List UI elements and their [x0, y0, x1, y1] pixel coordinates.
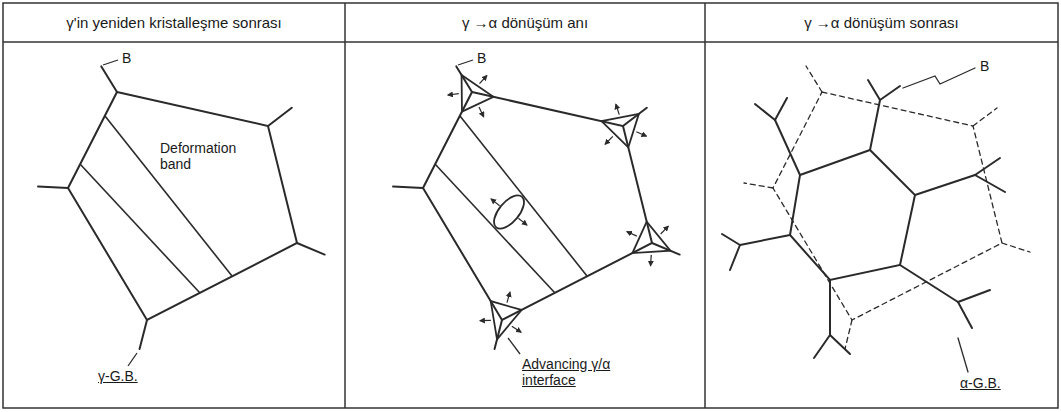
- growth-arrow: [627, 232, 637, 237]
- growth-arrow: [480, 320, 491, 322]
- growth-arrow: [650, 255, 652, 266]
- transformation-panel: [393, 60, 680, 354]
- boundary-extension: [456, 66, 472, 92]
- former-gamma-boundary: [744, 66, 1030, 349]
- growth-arrow: [491, 199, 500, 206]
- leader-line: [128, 353, 137, 366]
- alpha-grain-panel: [722, 66, 1030, 372]
- header-text: γ →α dönüşüm anı: [462, 15, 588, 31]
- deformation-band-line: [460, 116, 587, 276]
- alpha-nucleus: [632, 222, 670, 253]
- alpha-nucleus: [491, 301, 522, 339]
- deformation-band-line: [435, 164, 555, 293]
- growth-arrow: [661, 226, 669, 234]
- boundary-extension: [268, 108, 292, 126]
- grain-boundary-callout: B: [980, 58, 989, 74]
- gamma-boundary-label: γ-G.B.: [98, 368, 138, 384]
- boundary-extension: [393, 186, 423, 188]
- gamma-grain-panel: [38, 60, 325, 366]
- boundary-extension: [38, 186, 68, 188]
- leader-line: [508, 338, 520, 354]
- header-cell: γ'in yeniden kristalleşme sonrası: [5, 4, 343, 41]
- boundary-extension: [140, 320, 147, 349]
- table-frame: [3, 3, 1058, 408]
- growth-arrow: [512, 326, 521, 332]
- header-text: γ'in yeniden kristalleşme sonrası: [66, 15, 281, 31]
- boundary-extension: [297, 243, 325, 255]
- deformation-band-line: [80, 164, 200, 293]
- growth-arrow: [518, 218, 527, 225]
- alpha-boundary-label: α-G.B.: [960, 375, 1001, 391]
- gamma-grain-boundary: [423, 92, 652, 320]
- alpha-nucleus: [602, 114, 639, 148]
- interface-label: Advancing γ/α interface: [522, 356, 632, 388]
- leader-line: [103, 60, 118, 65]
- grain-boundary-callout: B: [122, 50, 131, 66]
- alpha-grain-boundary: [722, 80, 1005, 358]
- leader-line: [903, 68, 975, 372]
- growth-arrow: [605, 136, 613, 144]
- growth-arrow: [507, 292, 510, 303]
- grain-boundary-callout: B: [477, 50, 486, 66]
- growth-arrow: [636, 132, 646, 136]
- boundary-extension: [101, 66, 117, 92]
- gamma-grain-boundary: [68, 92, 297, 320]
- growth-arrow: [616, 104, 619, 114]
- alpha-nucleus: [488, 190, 529, 233]
- deformation-band-label: Deformation band: [160, 140, 258, 172]
- leader-line: [458, 60, 473, 65]
- header-cell: γ →α dönüşüm anı: [347, 4, 703, 41]
- growth-arrow: [448, 94, 459, 95]
- header-text: γ →α dönüşüm sonrası: [804, 15, 959, 31]
- alpha-nucleus: [462, 75, 494, 112]
- growth-arrow: [480, 75, 487, 83]
- header-cell: γ →α dönüşüm sonrası: [707, 4, 1056, 41]
- growth-arrow: [479, 107, 484, 117]
